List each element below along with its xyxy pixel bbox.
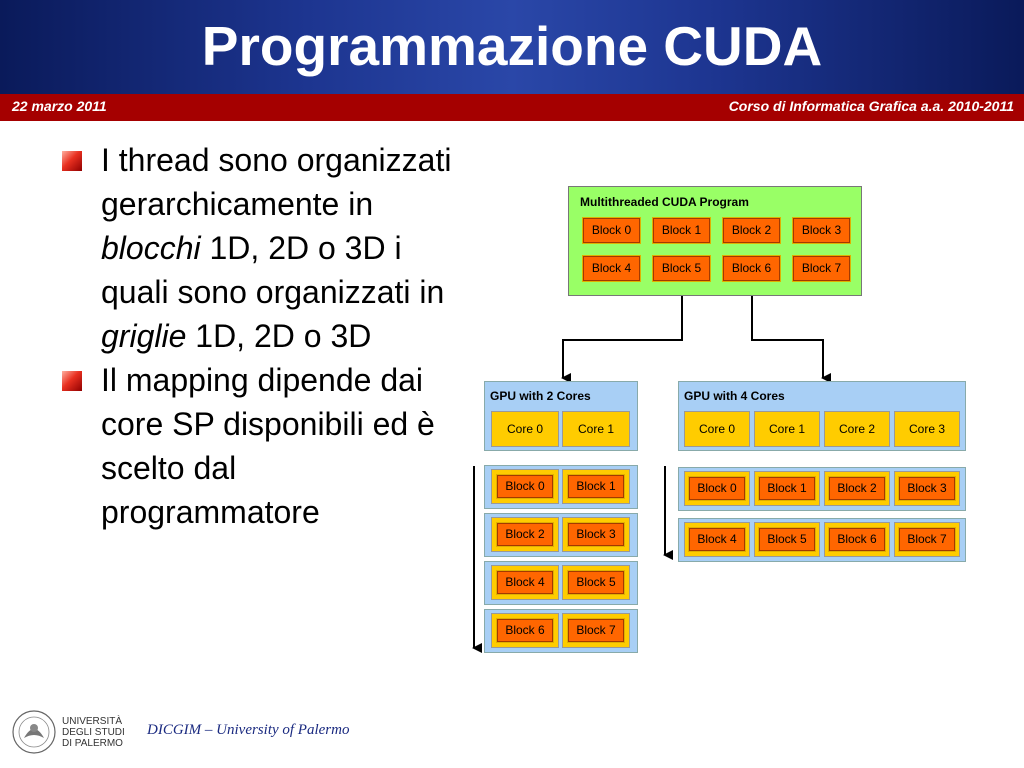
bullet-marker-icon — [62, 151, 82, 171]
gpu4-block: Block 2 — [829, 477, 885, 500]
gpu2-block: Block 1 — [568, 475, 624, 498]
bullet-1-text-mid: 1D, 2D o 3D i quali sono organizzati in — [101, 230, 445, 310]
gpu2-core-slot: Block 0 — [491, 469, 559, 504]
program-block-7: Block 7 — [793, 256, 850, 281]
gpu2-title: GPU with 2 Cores — [490, 389, 591, 403]
footer-text: DICGIM – University of Palermo — [147, 722, 350, 738]
gpu-4-cores-box: GPU with 4 Cores Core 0 Core 1 Core 2 Co… — [678, 381, 966, 451]
gpu2-block-row: Block 0 Block 1 — [484, 465, 638, 509]
gpu4-core-slot: Block 5 — [754, 522, 820, 557]
bullet-list: I thread sono organizzati gerarchicament… — [62, 138, 452, 534]
bullet-marker-icon — [62, 371, 82, 391]
gpu4-core-1: Core 1 — [754, 411, 820, 447]
gpu4-core-3: Core 3 — [894, 411, 960, 447]
gpu2-core-0: Core 0 — [491, 411, 559, 447]
gpu-2-cores-box: GPU with 2 Cores Core 0 Core 1 — [484, 381, 638, 451]
program-box: Multithreaded CUDA Program Block 0 Block … — [568, 186, 862, 296]
gpu4-title: GPU with 4 Cores — [684, 389, 785, 403]
gpu2-core-slot: Block 7 — [562, 613, 630, 648]
gpu2-block-row: Block 4 Block 5 — [484, 561, 638, 605]
gpu4-block: Block 6 — [829, 528, 885, 551]
gpu4-block: Block 3 — [899, 477, 955, 500]
gpu4-core-0: Core 0 — [684, 411, 750, 447]
gpu2-core-slot: Block 2 — [491, 517, 559, 552]
gpu2-core-1: Core 1 — [562, 411, 630, 447]
gpu4-core-2: Core 2 — [824, 411, 890, 447]
gpu4-core-slot: Block 7 — [894, 522, 960, 557]
gpu4-block-row: Block 0 Block 1 Block 2 Block 3 — [678, 467, 966, 511]
gpu4-block-row: Block 4 Block 5 Block 6 Block 7 — [678, 518, 966, 562]
program-block-3: Block 3 — [793, 218, 850, 243]
gpu2-block: Block 7 — [568, 619, 624, 642]
gpu4-core-slot: Block 6 — [824, 522, 890, 557]
slide-title: Programmazione CUDA — [201, 15, 823, 77]
arrow-to-gpu2 — [561, 294, 683, 383]
slide-date: 22 marzo 2011 — [12, 98, 107, 114]
bullet-1-italic-griglie: griglie — [101, 318, 187, 354]
bullet-item-1: I thread sono organizzati gerarchicament… — [62, 138, 452, 358]
bullet-1-italic-blocchi: blocchi — [101, 230, 201, 266]
gpu4-block: Block 5 — [759, 528, 815, 551]
program-block-6: Block 6 — [723, 256, 780, 281]
university-logo — [12, 710, 56, 754]
info-bar: 22 marzo 2011 Corso di Informatica Grafi… — [0, 94, 1024, 121]
program-block-5: Block 5 — [653, 256, 710, 281]
bullet-2-text: Il mapping dipende dai core SP disponibi… — [101, 362, 435, 530]
gpu2-block: Block 3 — [568, 523, 624, 546]
course-name: Corso di Informatica Grafica a.a. 2010-2… — [728, 98, 1014, 114]
program-title: Multithreaded CUDA Program — [580, 195, 749, 209]
gpu4-core-slot: Block 2 — [824, 471, 890, 506]
gpu4-core-slot: Block 0 — [684, 471, 750, 506]
logo-text: UNIVERSITÀ DEGLI STUDI DI PALERMO — [62, 716, 125, 749]
bullet-1-text-after: 1D, 2D o 3D — [186, 318, 372, 354]
gpu4-block: Block 7 — [899, 528, 955, 551]
gpu2-core-slot: Block 4 — [491, 565, 559, 600]
gpu2-block: Block 6 — [497, 619, 553, 642]
arrow-to-gpu4 — [751, 294, 831, 383]
gpu4-block: Block 4 — [689, 528, 745, 551]
gpu2-core-slot: Block 3 — [562, 517, 630, 552]
gpu2-block-row: Block 2 Block 3 — [484, 513, 638, 557]
gpu2-core-slot: Block 1 — [562, 469, 630, 504]
program-block-4: Block 4 — [583, 256, 640, 281]
bullet-item-2: Il mapping dipende dai core SP disponibi… — [62, 358, 452, 534]
gpu4-core-slot: Block 4 — [684, 522, 750, 557]
connector-arrows — [472, 294, 831, 653]
program-block-1: Block 1 — [653, 218, 710, 243]
gpu2-block: Block 5 — [568, 571, 624, 594]
gpu4-block: Block 1 — [759, 477, 815, 500]
gpu4-core-slot: Block 3 — [894, 471, 960, 506]
title-band — [0, 0, 1024, 94]
gpu2-block: Block 0 — [497, 475, 553, 498]
gpu2-core-slot: Block 6 — [491, 613, 559, 648]
gpu2-block: Block 2 — [497, 523, 553, 546]
gpu4-core-slot: Block 1 — [754, 471, 820, 506]
gpu2-block-row: Block 6 Block 7 — [484, 609, 638, 653]
program-block-0: Block 0 — [583, 218, 640, 243]
gpu2-core-slot: Block 5 — [562, 565, 630, 600]
gpu4-block: Block 0 — [689, 477, 745, 500]
program-block-2: Block 2 — [723, 218, 780, 243]
gpu2-block: Block 4 — [497, 571, 553, 594]
bullet-1-text-before: I thread sono organizzati gerarchicament… — [101, 142, 452, 222]
